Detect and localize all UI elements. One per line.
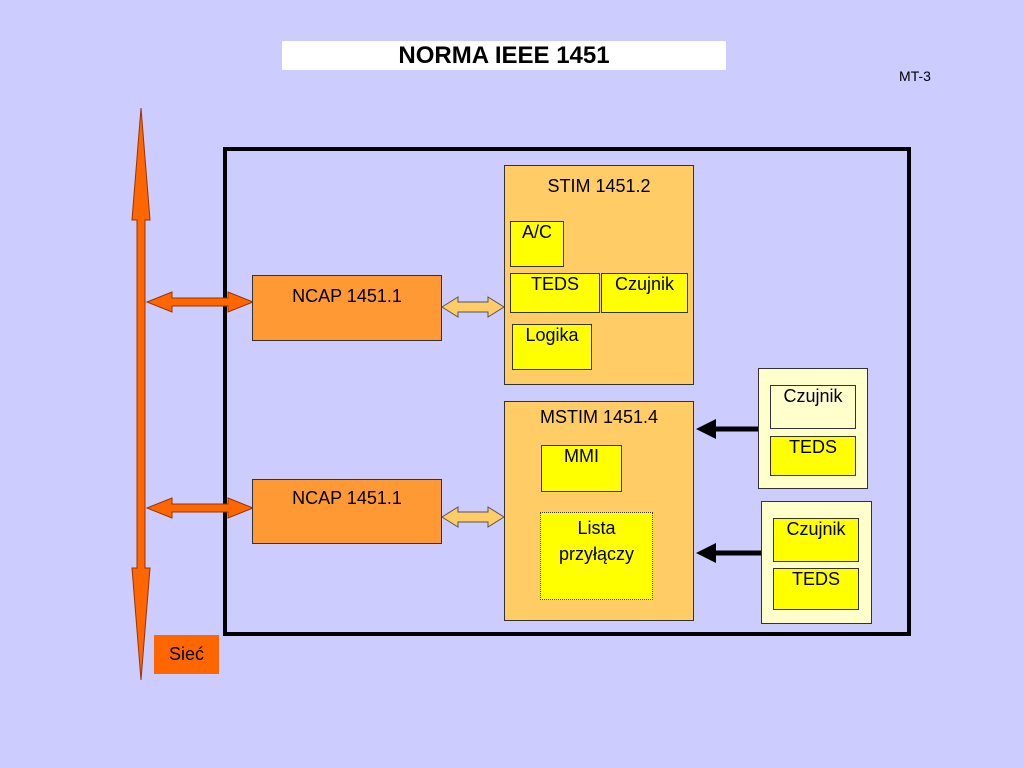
external-module-1: Czujnik TEDS	[758, 368, 868, 489]
stim-teds-label: TEDS	[530, 274, 579, 294]
mstim-mmi-label: MMI	[564, 446, 599, 466]
network-bus-arrow	[131, 107, 151, 681]
module2-teds-box: TEDS	[773, 568, 859, 610]
mstim-title: MSTIM 1451.4	[539, 407, 659, 427]
ncap2-mstim-arrow	[441, 506, 505, 528]
stim-logic-box: Logika	[512, 324, 592, 370]
mstim-connection-list-box: Lista przyłączy	[540, 512, 653, 600]
mstim-mmi-box: MMI	[541, 445, 622, 492]
module2-mstim-arrowhead	[696, 543, 716, 563]
mstim-box: MSTIM 1451.4 MMI Lista przyłączy	[504, 401, 694, 621]
mstim-connection-list-line2: przyłączy	[558, 544, 634, 564]
page-code: MT-3	[899, 68, 931, 84]
module1-sensor-label: Czujnik	[783, 386, 843, 406]
ncap-label-1: NCAP 1451.1	[292, 286, 402, 306]
network-label: Sieć	[154, 635, 219, 674]
network-ncap2-arrow	[145, 497, 255, 519]
module2-sensor-box: Czujnik	[773, 518, 859, 562]
module1-mstim-arrowhead	[696, 419, 716, 439]
network-ncap1-arrow	[145, 291, 255, 313]
page-title: NORMA IEEE 1451	[282, 41, 726, 70]
mstim-connection-list-line1: Lista	[577, 518, 616, 538]
stim-ac-box: A/C	[510, 221, 564, 267]
module1-teds-box: TEDS	[770, 436, 856, 476]
stim-sensor-label: Czujnik	[614, 274, 675, 294]
stim-ac-label: A/C	[521, 222, 552, 242]
external-module-2: Czujnik TEDS	[761, 501, 872, 624]
module1-teds-label: TEDS	[788, 437, 837, 457]
ncap-box-1: NCAP 1451.1	[252, 275, 442, 341]
stim-logic-label: Logika	[525, 325, 579, 345]
stim-title: STIM 1451.2	[547, 176, 651, 196]
module1-sensor-box: Czujnik	[770, 385, 856, 429]
stim-box: STIM 1451.2 A/C TEDS Czujnik Logika	[504, 165, 694, 385]
module2-sensor-label: Czujnik	[786, 519, 846, 539]
ncap-label-2: NCAP 1451.1	[292, 488, 402, 508]
stim-sensor-box: Czujnik	[601, 273, 688, 313]
ncap-box-2: NCAP 1451.1	[252, 479, 442, 544]
stim-teds-box: TEDS	[510, 273, 600, 313]
ncap1-stim-arrow	[441, 296, 505, 318]
system-frame	[223, 147, 911, 636]
module2-teds-label: TEDS	[791, 569, 840, 589]
